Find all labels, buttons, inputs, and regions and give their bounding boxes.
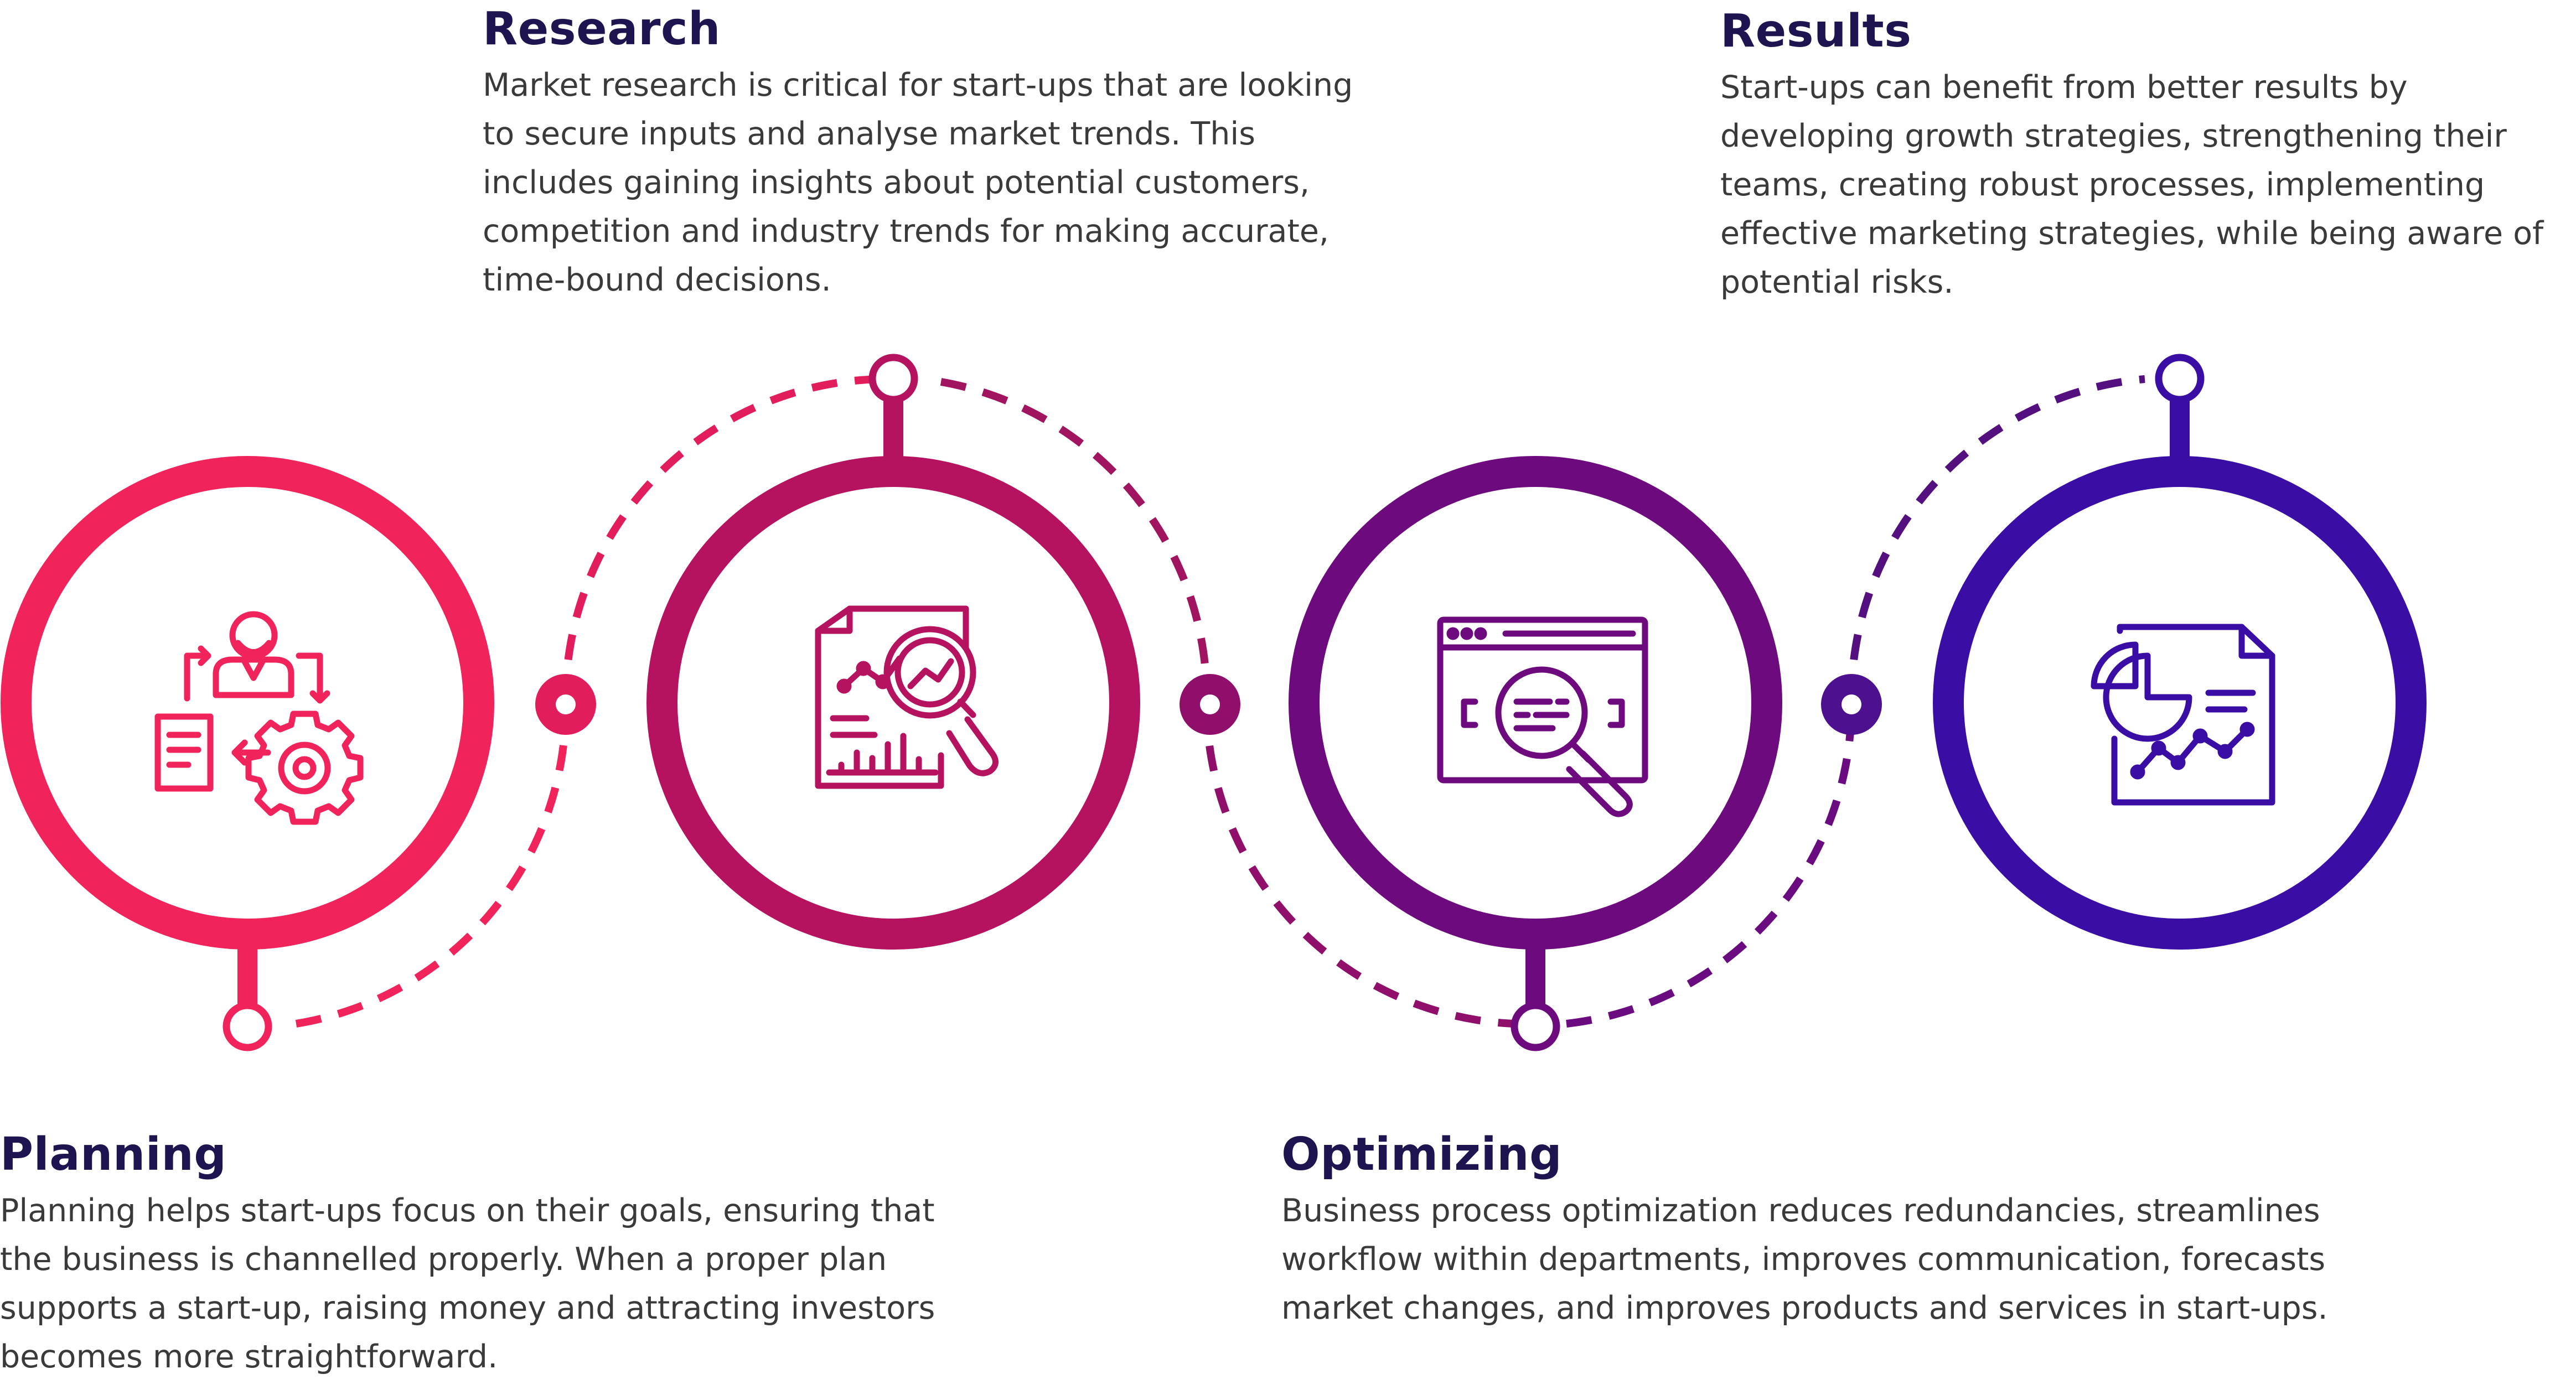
step-title: Research [483,3,721,55]
step-optimizing: Optimizing Business process optimization… [1281,1128,2366,1332]
ring-results [1933,456,2427,950]
step-planning: Planning Planning helps start-ups focus … [0,1128,952,1381]
step-description: Planning helps start-ups focus on their … [0,1192,935,1376]
connector-dot-1 [535,674,596,735]
step-description: Business process optimization reduces re… [1281,1192,2328,1327]
connector-optimizing-bottom [1566,702,1856,1028]
ring-planning [1,456,494,950]
main-rings [1,456,2427,950]
connector-dots [535,674,1882,735]
step-title: Results [1720,5,1912,58]
step-description: Market research is critical for start-up… [483,67,1353,299]
step-title: Optimizing [1281,1128,1563,1181]
market-research-magnifier-icon [815,605,999,789]
connector-optimizing-results [1847,375,2145,703]
report-pie-chart-icon [2091,624,2275,806]
stem-results [2155,354,2205,465]
step-description: Start-ups can benefit from better result… [1720,69,2544,301]
browser-search-icon [1437,616,1648,817]
stem-optimizing [1511,941,1560,1051]
step-results: Results Start-ups can benefit from bette… [1720,5,2573,307]
step-title: Planning [0,1128,227,1181]
planning-workflow-icon [154,611,364,825]
stems [223,354,2205,1051]
dashed-connectors [295,375,2145,1028]
stem-research [868,354,918,465]
step-research: Research Market research is critical for… [483,4,1368,304]
connector-research-right [940,378,1211,703]
connector-dot-3 [1821,674,1882,735]
connector-dot-2 [1180,674,1240,735]
stem-planning [223,941,272,1051]
ring-research [646,456,1140,950]
connector-planning-bottom [295,702,570,1028]
